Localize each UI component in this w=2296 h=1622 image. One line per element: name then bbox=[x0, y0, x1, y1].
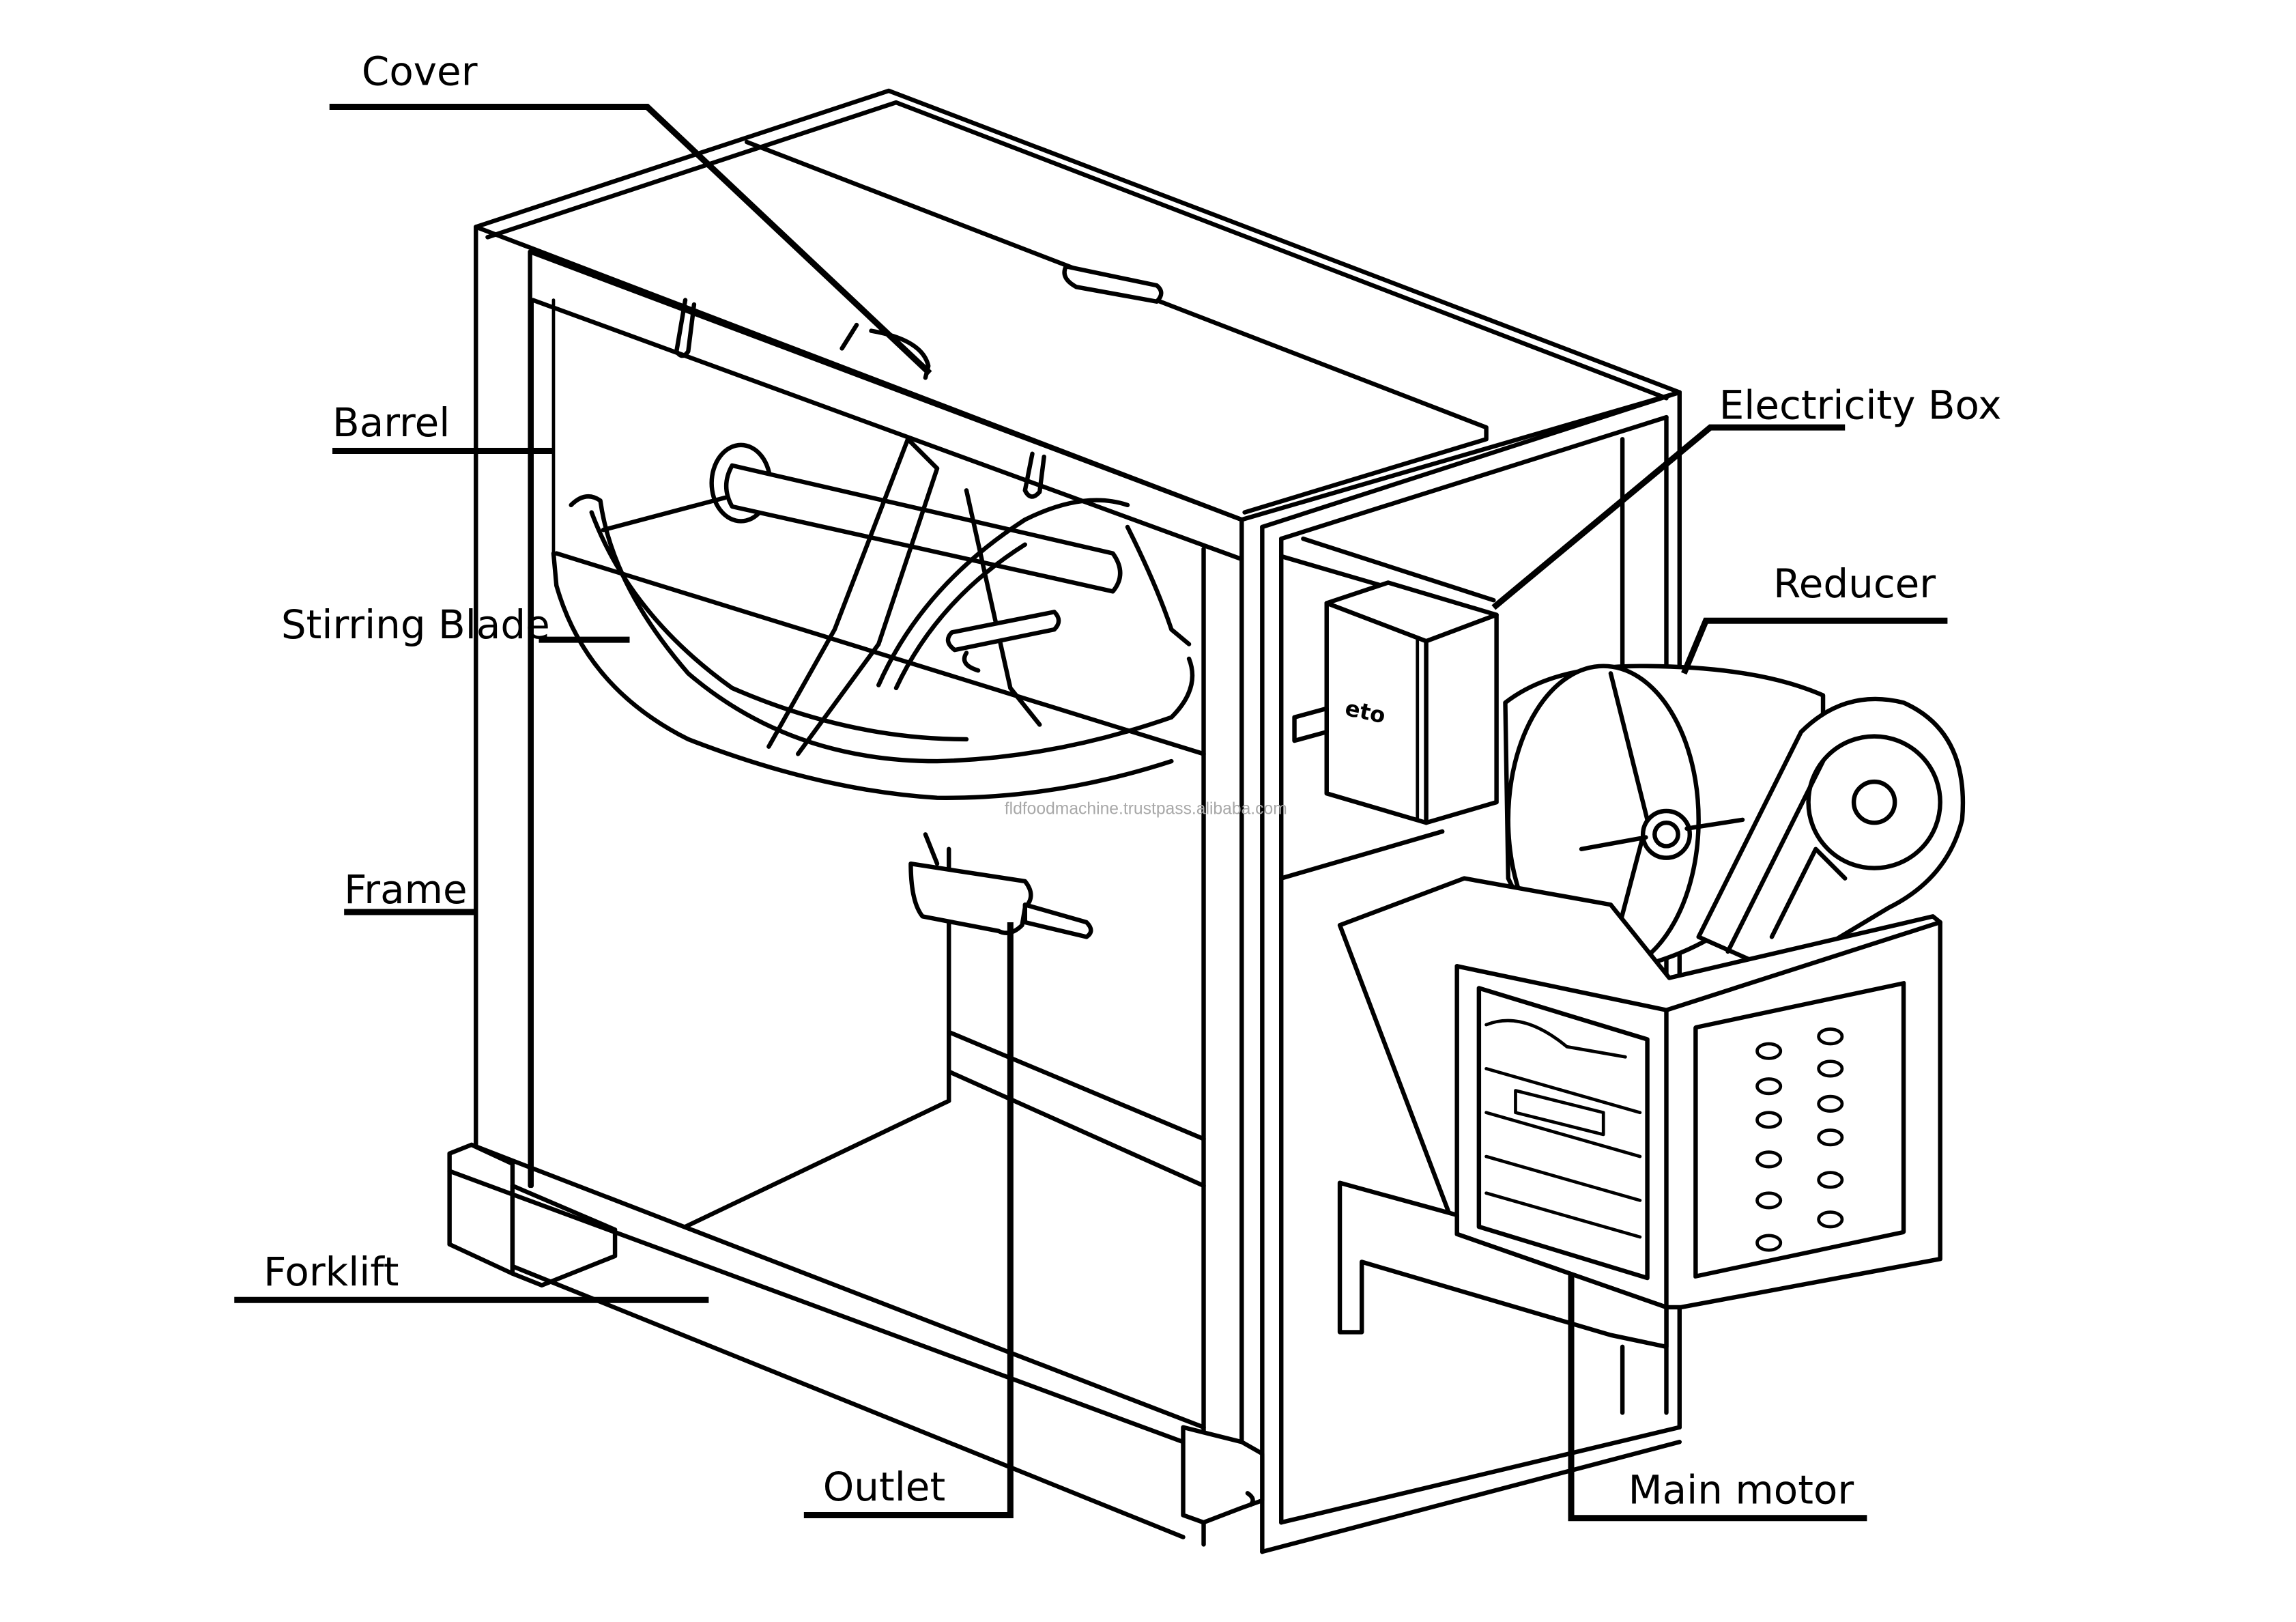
vent-holes bbox=[1755, 1027, 1844, 1252]
cover bbox=[474, 88, 1682, 522]
belt-drive bbox=[1696, 696, 1966, 969]
machine-body: eto bbox=[447, 88, 1966, 1554]
label-electricity-box: Electricity Box bbox=[1719, 382, 2002, 428]
label-forklift: Forklift bbox=[263, 1249, 399, 1295]
watermark: fldfoodmachine.trustpass.alibaba.com bbox=[1005, 799, 1287, 818]
frame-left-post bbox=[474, 225, 556, 1189]
label-cover: Cover bbox=[362, 48, 478, 94]
stirring-blade bbox=[569, 437, 1195, 764]
labels: Cover Barrel Stirring Blade Frame Forkli… bbox=[263, 48, 2001, 1513]
outlet-valve bbox=[908, 832, 1093, 939]
frame-right-front-post bbox=[1201, 517, 1284, 1554]
motor-base bbox=[1337, 876, 1942, 1350]
barrel bbox=[529, 298, 1244, 1229]
leader-electricity-box bbox=[1491, 424, 1846, 610]
leader-cover bbox=[329, 104, 932, 376]
leader-reducer bbox=[1681, 617, 1948, 675]
electricity-box: eto bbox=[1292, 580, 1499, 825]
label-reducer: Reducer bbox=[1773, 560, 1936, 607]
leader-lines bbox=[234, 104, 1948, 1522]
label-frame: Frame bbox=[344, 866, 467, 913]
leader-outlet bbox=[803, 922, 1014, 1518]
label-outlet: Outlet bbox=[823, 1464, 945, 1510]
label-main-motor: Main motor bbox=[1628, 1466, 1854, 1513]
forklift-base bbox=[447, 1142, 1265, 1547]
main-motor bbox=[1476, 986, 1650, 1281]
label-barrel: Barrel bbox=[332, 399, 450, 446]
label-stirring-blade: Stirring Blade bbox=[281, 601, 550, 648]
leader-main-motor bbox=[1568, 1273, 1867, 1522]
